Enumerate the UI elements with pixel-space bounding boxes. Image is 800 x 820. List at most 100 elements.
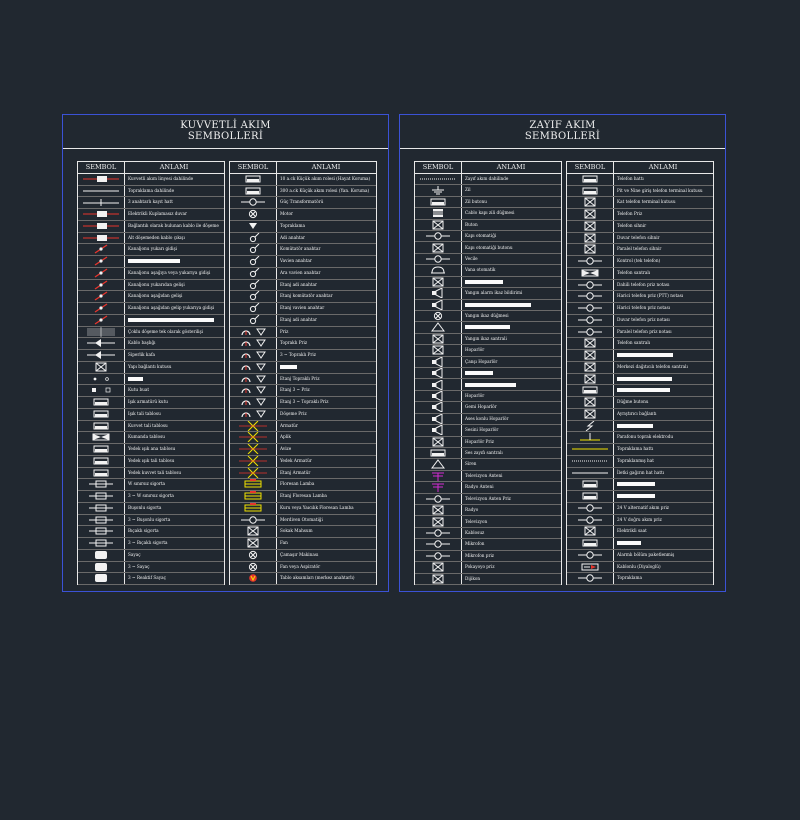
table-row: 24 V alternatif akım priz bbox=[567, 503, 713, 515]
white-box-icon bbox=[78, 409, 124, 419]
white-box-icon bbox=[567, 385, 613, 395]
table-row: Motor bbox=[230, 209, 376, 221]
socket-red-icon bbox=[230, 409, 276, 419]
circle-red-icon bbox=[230, 573, 276, 583]
header-sembol: SEMBOL bbox=[85, 163, 117, 171]
white-line-icon bbox=[567, 468, 613, 478]
table-row: Aplik bbox=[230, 432, 376, 445]
table-row: 24 V doğru akım priz bbox=[567, 515, 713, 527]
symbol-meaning: Topraklama bbox=[617, 575, 643, 581]
symbol-meaning: Topraklama dahilinde bbox=[128, 187, 175, 193]
meaning-block bbox=[617, 374, 711, 384]
symbol-meaning: 10 a.ck Küçük akım rolesi (Hayat Koruma) bbox=[280, 176, 371, 181]
box-x-icon bbox=[567, 374, 613, 384]
table-row: Yangın ikaz düğmesi bbox=[415, 311, 561, 323]
symbol-meaning: Kuvvetli akım linyesi dahilinde bbox=[128, 176, 194, 181]
table-row: 3 anahtarlı kayıt hatt bbox=[78, 197, 224, 210]
dots-icon bbox=[78, 374, 124, 384]
table-row bbox=[567, 420, 713, 433]
arrow-line-icon bbox=[78, 338, 124, 348]
symbol-meaning: Ara vavien anahtar bbox=[280, 269, 321, 275]
symbol-meaning: İletki gağırın hat hattı bbox=[617, 469, 665, 475]
meaning-block bbox=[617, 491, 711, 501]
heart-icon bbox=[230, 221, 276, 231]
table-row: Fan veya Aspiratör bbox=[230, 562, 376, 574]
red-diag-icon bbox=[78, 291, 124, 301]
table-row: Etanj adi anahtar bbox=[230, 279, 376, 292]
table-row: Etanj Armatür bbox=[230, 467, 376, 480]
table-row: Tablo aksamları (merkez anahtarlı) bbox=[230, 573, 376, 585]
symbol-meaning: Kanaljonu yukarı gidişi bbox=[128, 246, 177, 252]
triangle-icon bbox=[415, 459, 461, 469]
meaning-block bbox=[617, 538, 711, 548]
table-row: Radyo bbox=[415, 505, 561, 517]
table-row: Yapı bağlantı kutusu bbox=[78, 362, 224, 374]
table-row: Elektrikli saat bbox=[567, 526, 713, 539]
table-row: Bıçaklı sigorta bbox=[78, 526, 224, 539]
header-anlami: ANLAMI bbox=[311, 163, 341, 171]
table-row: Gemi Hoparlör bbox=[415, 402, 561, 414]
red-diag-icon bbox=[78, 268, 124, 278]
socket-red-icon bbox=[230, 385, 276, 395]
fluor-yellow-icon bbox=[230, 502, 276, 513]
symbol-meaning: Elektrikli saat bbox=[617, 528, 647, 534]
table-row: Yedek ışık ana tablosu bbox=[78, 444, 224, 456]
symbol-meaning: Kat telefon terminal kutusu bbox=[617, 199, 676, 205]
stack-icon bbox=[415, 208, 461, 218]
meaning-block bbox=[128, 256, 222, 266]
scroll-icon bbox=[78, 562, 124, 572]
meaning-block bbox=[617, 479, 711, 489]
box-x-icon bbox=[415, 277, 461, 287]
table-row: Kuru veya Yaıcılık Floresan Lamba bbox=[230, 502, 376, 515]
filled-block bbox=[465, 302, 531, 307]
table-row bbox=[567, 385, 713, 398]
symbol-meaning: Vecile bbox=[465, 255, 478, 261]
white-box-icon bbox=[78, 397, 124, 407]
box-x-icon bbox=[567, 526, 613, 536]
symbol-meaning: Komütatör anahtar bbox=[280, 246, 321, 252]
filled-block bbox=[617, 353, 674, 358]
box-x-icon bbox=[415, 505, 461, 515]
table-row bbox=[567, 350, 713, 362]
symbol-meaning: Güç Transformatörü bbox=[280, 199, 324, 205]
table-row: Topraklı Priz bbox=[230, 338, 376, 351]
table-row: Kanaljonu aşağıya veya yukarıya gidişi bbox=[78, 268, 224, 280]
white-box-icon bbox=[230, 174, 276, 184]
filled-block bbox=[617, 494, 655, 499]
symbol-meaning: Alarmlı bölüm paketlenmiş bbox=[617, 551, 675, 557]
symbol-meaning: Radyo Anteni bbox=[465, 484, 494, 490]
box-x-icon bbox=[567, 362, 613, 372]
box-x-icon bbox=[567, 244, 613, 254]
table-row: Etanj Topraklı Priz bbox=[230, 374, 376, 386]
symbol-meaning: Hoparlör bbox=[465, 392, 485, 398]
symbol-meaning: Topraklanmış hat bbox=[617, 457, 654, 463]
circle-line-icon bbox=[567, 503, 613, 513]
meaning-block bbox=[465, 368, 559, 378]
table-row: 10 a.ck Küçük akım rolesi (Hayat Koruma) bbox=[230, 174, 376, 186]
symbol-meaning: Işık tali tablosu bbox=[128, 410, 161, 416]
symbol-meaning: Fan veya Aspiratör bbox=[280, 563, 321, 569]
filled-block bbox=[465, 279, 503, 284]
box-x-icon bbox=[567, 409, 613, 419]
table-row: Televizyon Anteni bbox=[415, 471, 561, 483]
symbol-meaning: Televizyon Anten Priz bbox=[465, 495, 511, 501]
table-row: Yedek kuvvet tali tablosu bbox=[78, 468, 224, 480]
red-line-icon bbox=[78, 233, 124, 243]
box-x-icon bbox=[567, 197, 613, 207]
table-row: 3 ~ Reaktif Sayaç bbox=[78, 573, 224, 585]
symbol-meaning: 3 ~ Buşonlu sigorta bbox=[128, 516, 171, 522]
symbol-meaning: Kanaljonu aşağıdan gelip yukarıya gidişi bbox=[128, 305, 215, 311]
ground-yellow-icon bbox=[567, 432, 613, 442]
symbol-meaning: Etanj 3 ~ Topraklı Priz bbox=[280, 399, 329, 405]
line-tick-icon bbox=[78, 197, 124, 207]
speaker-icon bbox=[415, 379, 461, 390]
circle-line-icon bbox=[567, 550, 613, 560]
symbol-meaning: Hoparlör bbox=[465, 347, 485, 353]
white-box-icon bbox=[230, 186, 276, 196]
table-row: Telefon Priz bbox=[567, 209, 713, 221]
box-x-icon bbox=[230, 526, 276, 536]
header-anlami: ANLAMI bbox=[648, 163, 678, 171]
table-row bbox=[415, 277, 561, 289]
symbol-meaning: Paralel telefon priz notası bbox=[617, 328, 672, 334]
